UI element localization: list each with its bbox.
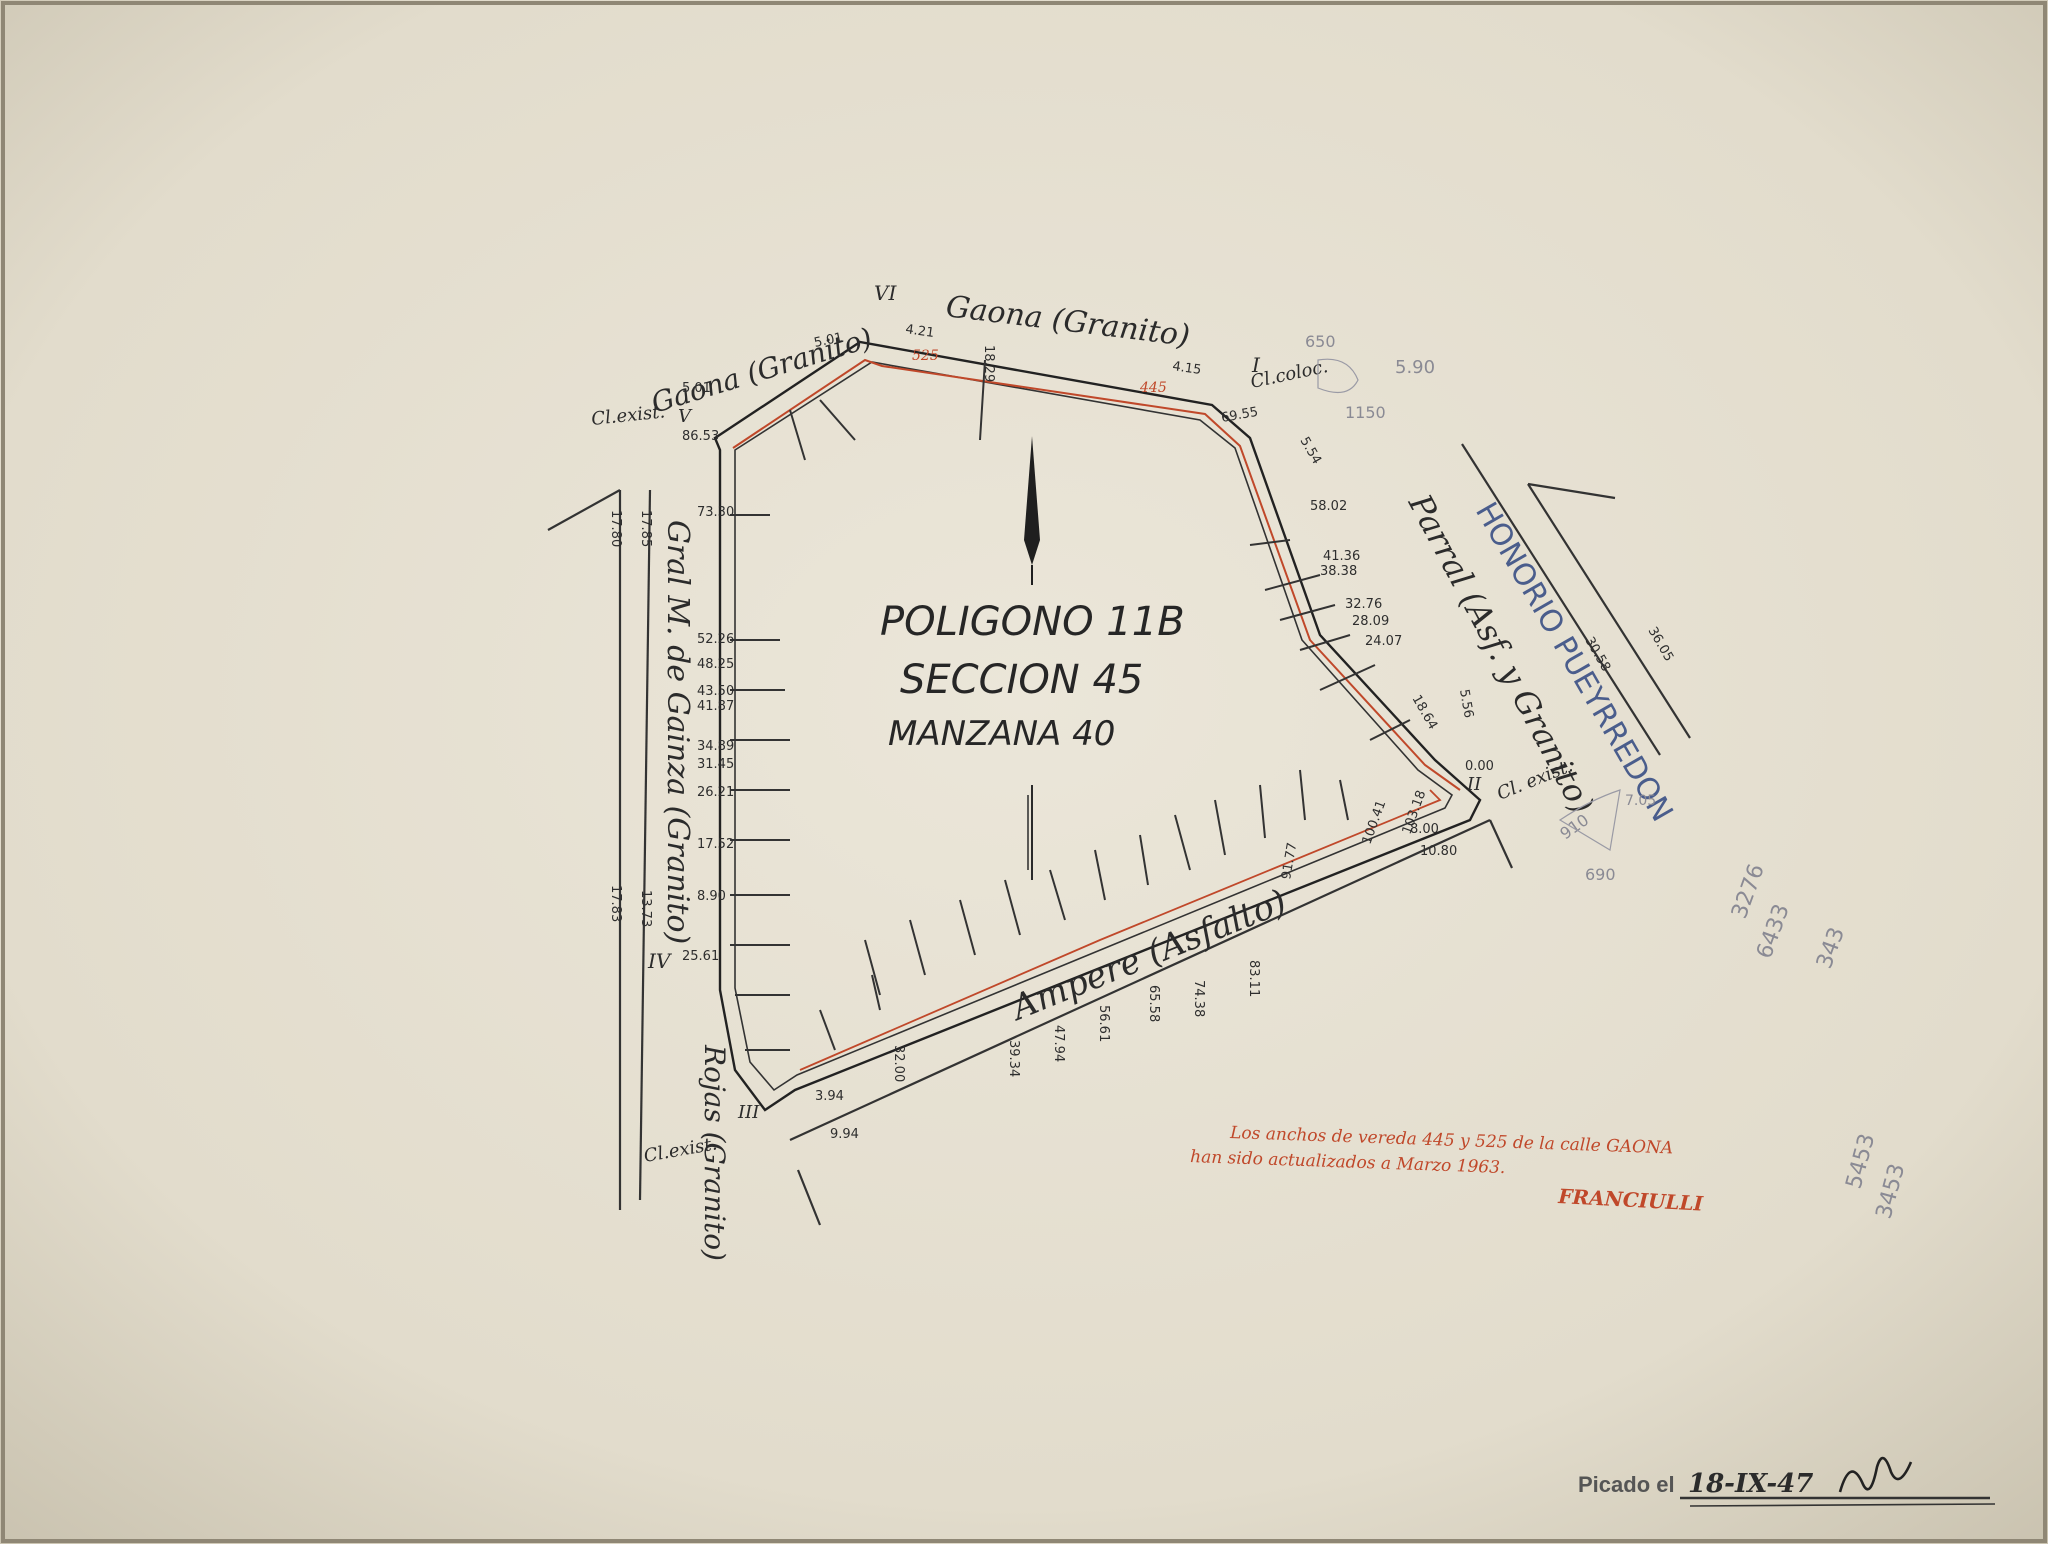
measure-left-4: 43.50: [697, 684, 734, 699]
pencil-note-1: 650: [1305, 332, 1336, 351]
sidewalk-line: [734, 361, 1454, 1092]
width-red-445: 445: [1139, 380, 1167, 396]
measurements-left: 73.30 52.26 48.25 43.50 41.87 34.89 31.4…: [682, 505, 734, 964]
measure-left-1: 73.30: [697, 505, 734, 520]
measure-bottom-10: 47.94: [1051, 1025, 1066, 1062]
pencil-note-5: 690: [1585, 865, 1616, 884]
measure-bottom-8: 65.58: [1146, 985, 1161, 1022]
vertex-label-ii: II: [1466, 774, 1482, 795]
measure-left-7: 31.45: [697, 757, 734, 772]
lot-ticks: [730, 359, 1411, 1051]
picado-label: Picado el: [1578, 1472, 1675, 1497]
vertex-label-v: V: [678, 406, 693, 427]
measure-top-5: 4.15: [1171, 359, 1202, 378]
measure-left-9: 17.52: [697, 837, 734, 852]
width-red-525: 525: [912, 348, 939, 364]
measure-left-2: 52.26: [697, 632, 734, 647]
measure-bottom-7: 74.38: [1191, 980, 1206, 1017]
measure-left-10: 8.90: [697, 889, 726, 904]
measure-bottom-14: 9.94: [830, 1127, 859, 1142]
picado-underline-2: [1689, 1503, 1996, 1507]
measure-right-9: 0.00: [1465, 759, 1494, 774]
measure-left-5: 41.87: [697, 699, 734, 714]
red-sidewalk-line-bottom: [799, 789, 1442, 1071]
pencil-note-3: 1150: [1345, 403, 1386, 422]
measure-bottom-5: 91.77: [1279, 841, 1300, 880]
measure-right-5: 28.09: [1352, 614, 1389, 629]
measure-left-6: 34.89: [697, 739, 734, 754]
measure-bottom-6: 83.11: [1246, 960, 1261, 997]
measure-outer-4: 13.73: [638, 890, 653, 927]
block-outline: [713, 340, 1482, 1112]
measure-right-2: 41.36: [1323, 549, 1360, 564]
measure-right-8: 5.56: [1456, 688, 1476, 719]
measure-left-8: 26.21: [697, 785, 734, 800]
pencil-note-6: 7.05: [1625, 793, 1656, 809]
vertex-label-iii: III: [737, 1102, 760, 1123]
measure-left-11: 25.61: [682, 949, 719, 964]
measure-right-1: 58.02: [1310, 499, 1347, 514]
measure-bottom-11: 39.34: [1006, 1040, 1021, 1077]
street-gral-gainza: Gral M. de Gainza (Granito): [660, 520, 695, 944]
measure-bottom-12: 32.00: [891, 1045, 906, 1082]
measure-top-4: 18.29: [981, 345, 996, 382]
title-seccion: SECCION 45: [900, 657, 1143, 703]
measure-right-4: 32.76: [1345, 597, 1382, 612]
measure-bottom-2: 10.80: [1420, 844, 1457, 859]
vertex-label-i: I: [1251, 353, 1261, 377]
street-rojas: Rojas (Granito): [698, 1044, 731, 1261]
pencil-scribble: [1317, 358, 1621, 851]
vertex-label-iv: IV: [647, 949, 673, 973]
title-manzana: MANZANA 40: [888, 714, 1115, 754]
north-arrow-icon: [1024, 436, 1040, 880]
picado-date: 18-IX-47: [1688, 1469, 1813, 1499]
street-lines: [547, 443, 1691, 1226]
title-poligono: POLIGONO 11B: [880, 599, 1185, 645]
measure-bottom-9: 56.61: [1096, 1005, 1111, 1042]
measure-right-3: 38.38: [1320, 564, 1357, 579]
measure-right-6: 24.07: [1365, 634, 1402, 649]
measure-bottom-1: 8.00: [1410, 822, 1439, 837]
pencil-note-2: 5.90: [1395, 357, 1435, 378]
measure-outer-1: 17.80: [608, 510, 623, 547]
vertex-label-vi: VI: [874, 281, 897, 305]
measurements-top: 5.01 5.01 4.21 18.29 4.15 69.55 86.53 5.…: [682, 322, 1324, 467]
measure-top-3: 4.21: [904, 322, 935, 341]
red-sidewalk-line: [732, 358, 1461, 791]
measure-outer-3: 17.83: [608, 885, 623, 922]
measure-left-3: 48.25: [697, 657, 734, 672]
measure-outer-2: 17.85: [638, 510, 653, 547]
measure-top-7: 86.53: [682, 429, 719, 444]
measure-top-6: 69.55: [1220, 405, 1259, 426]
measure-top-1: 5.01: [682, 381, 711, 396]
measure-bottom-13: 3.94: [815, 1089, 844, 1104]
measure-top-2: 5.01: [813, 330, 844, 351]
picado-signature: [1838, 1456, 1913, 1493]
